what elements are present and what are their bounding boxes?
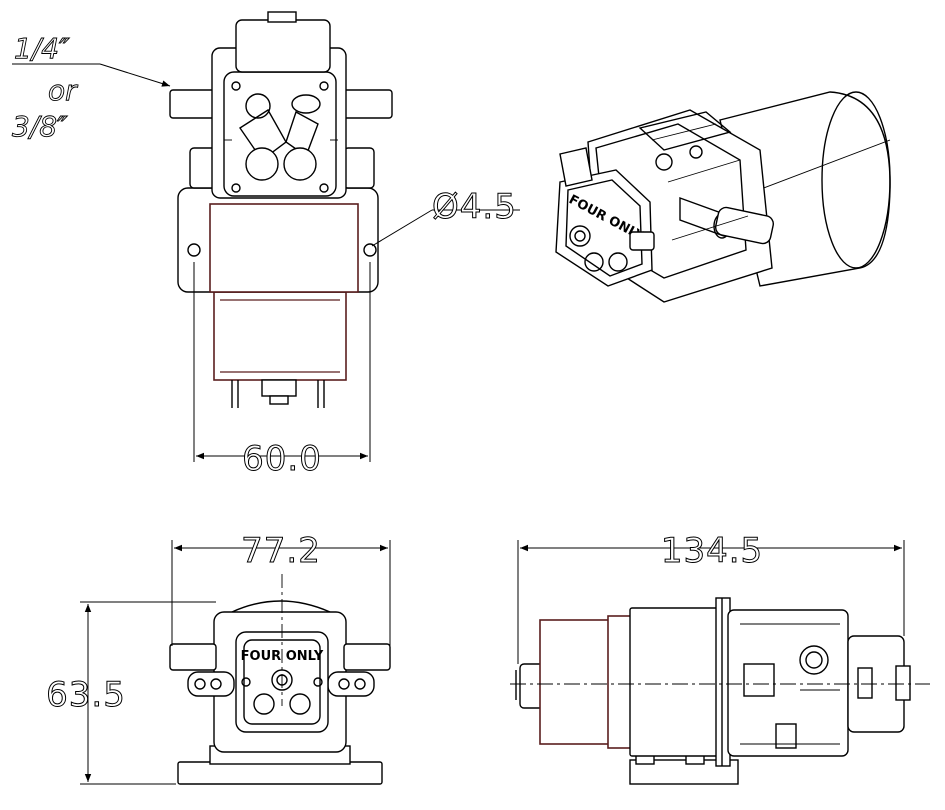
side-view (510, 597, 930, 785)
dim-length: 134.5 (661, 531, 763, 571)
dim-body-width: 77.2 (241, 531, 321, 571)
hole-diameter-callout: Ø4.5 (371, 187, 520, 247)
dim-hole-diameter: Ø4.5 (432, 187, 517, 227)
top-view (169, 11, 393, 408)
port-size-line2: or (48, 74, 78, 107)
port-size-callout: 1/4″ or 3/8″ (12, 32, 171, 143)
front-view: FOUR ONLY (169, 574, 391, 785)
dimension-63: 63.5 (46, 601, 216, 785)
port-size-line3: 3/8″ (12, 110, 68, 143)
dimension-77: 77.2 (171, 531, 391, 646)
dim-height: 63.5 (46, 675, 126, 715)
dimension-60: 60.0 (193, 262, 371, 480)
port-size-line1: 1/4″ (14, 32, 70, 65)
isometric-view: FOUR ONLY (555, 91, 891, 303)
dim-mount-width: 60.0 (242, 439, 322, 479)
dimension-134: 134.5 (517, 531, 905, 664)
